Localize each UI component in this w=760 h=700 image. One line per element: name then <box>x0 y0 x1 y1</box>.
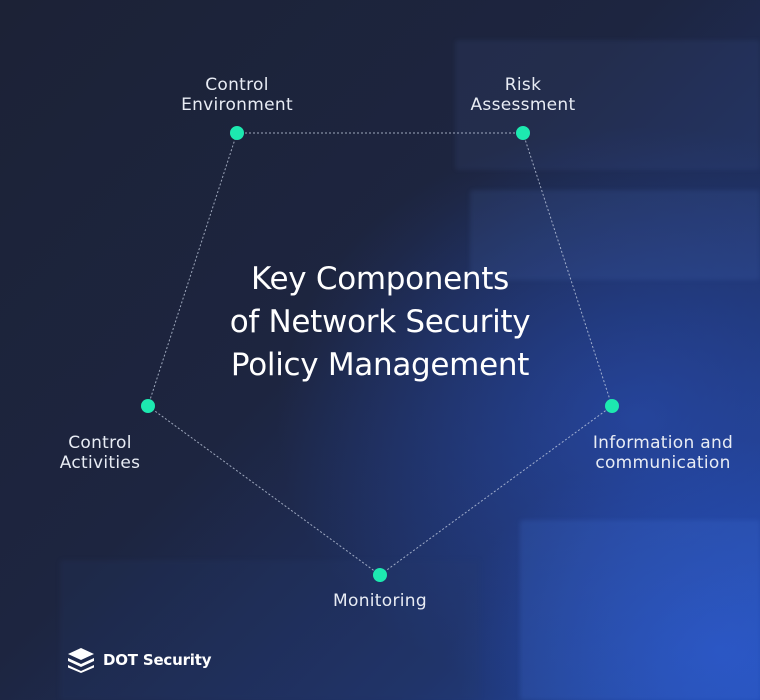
diagram-title: Key Components of Network Security Polic… <box>180 258 580 387</box>
background-panel <box>470 190 760 280</box>
title-line: of Network Security <box>229 304 531 340</box>
label-information-and-communication: Information and communication <box>592 433 734 473</box>
edge-information-and-communication-to-monitoring <box>379 405 613 576</box>
stacked-layers-icon <box>68 648 94 673</box>
logo-text: DOT Security <box>103 651 212 669</box>
node-risk-assessment <box>516 126 530 140</box>
title-line: Key Components <box>251 261 509 297</box>
node-control-activities <box>141 399 155 413</box>
node-monitoring <box>373 568 387 582</box>
label-control-activities: Control Activities <box>59 433 141 473</box>
background-panel <box>60 560 480 700</box>
node-control-environment <box>230 126 244 140</box>
label-control-environment: Control Environment <box>181 75 293 115</box>
edge-monitoring-to-control-activities <box>147 405 381 576</box>
dot-security-logo: DOT Security <box>66 647 211 673</box>
title-line: Policy Management <box>230 347 530 383</box>
background-panel <box>455 40 760 170</box>
label-monitoring: Monitoring <box>333 591 427 611</box>
node-information-and-communication <box>605 399 619 413</box>
background-panel <box>520 520 760 700</box>
label-risk-assessment: Risk Assessment <box>470 75 576 115</box>
